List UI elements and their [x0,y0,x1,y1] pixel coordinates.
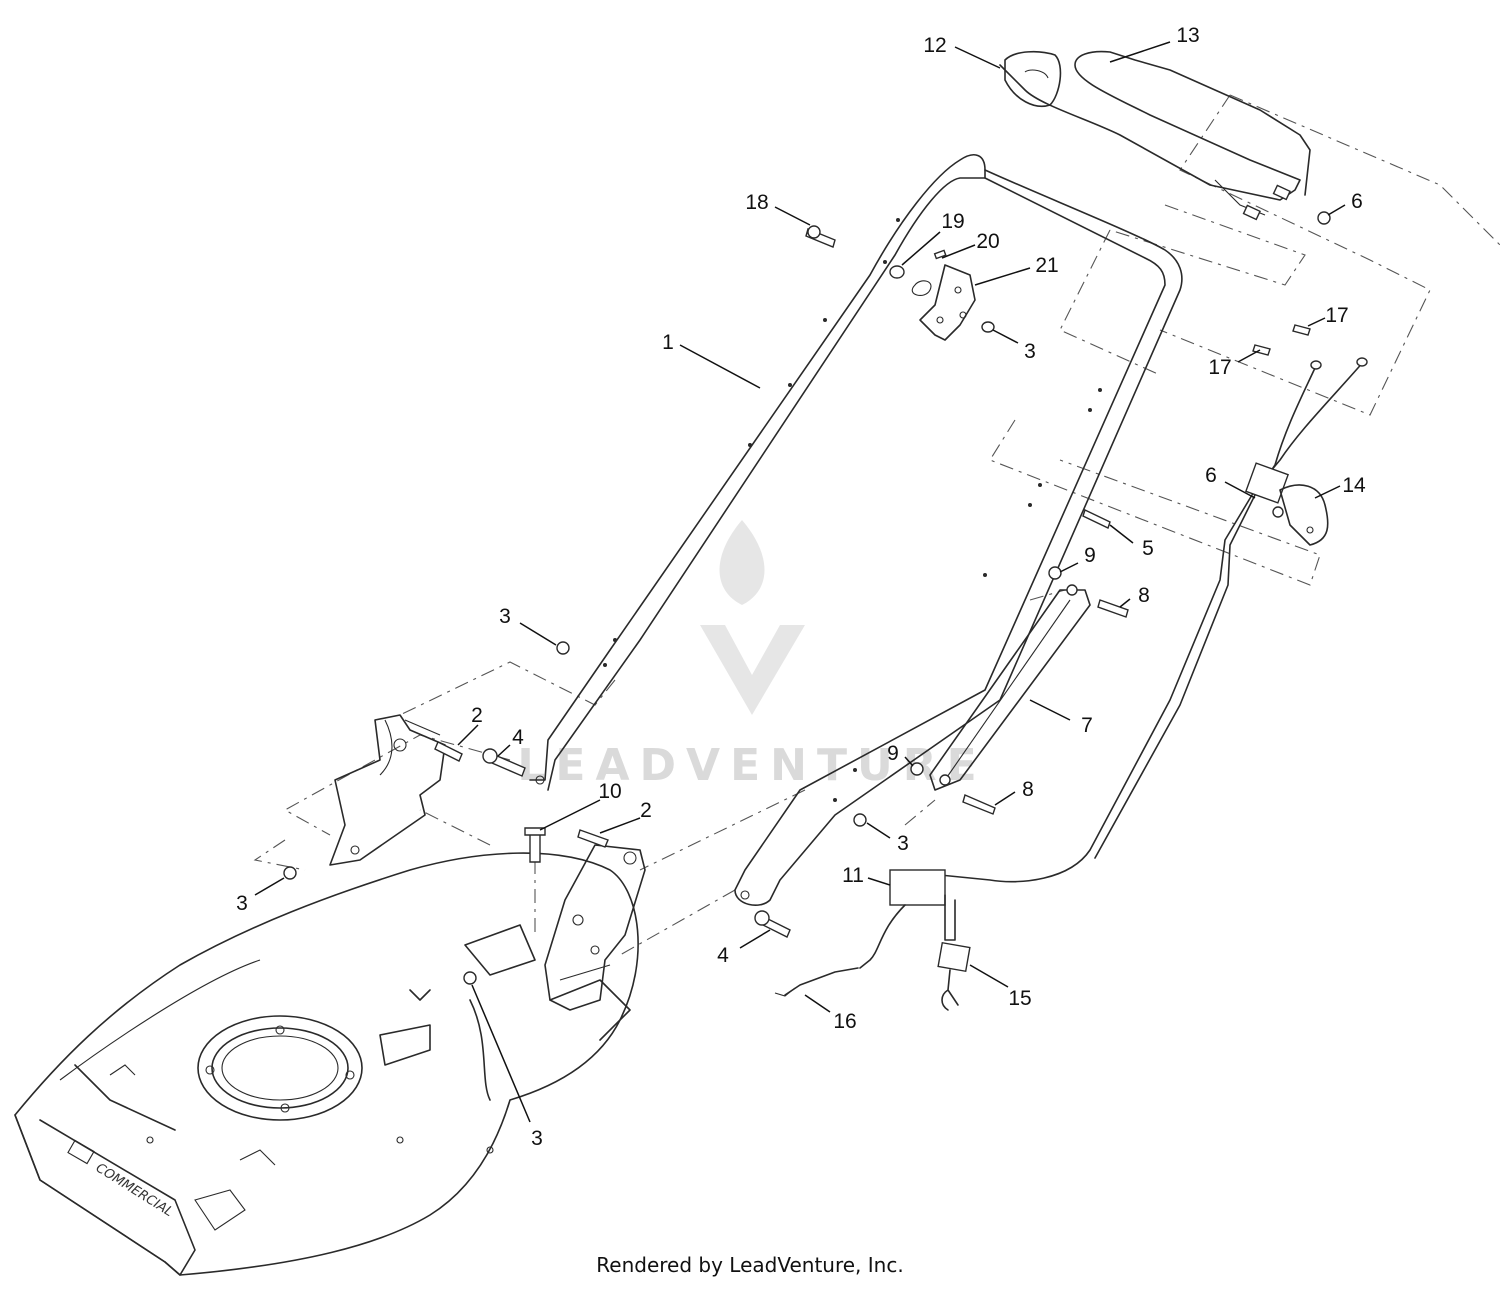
leader-lines [254,41,1346,1123]
callout-4-left: 4 [512,726,524,749]
handle-holes [603,218,1102,802]
callout-2-left: 2 [471,704,483,727]
callout-17-upper: 17 [1325,304,1348,327]
callout-12: 12 [923,34,946,57]
callout-3-right-handle: 3 [897,832,909,855]
callout-7: 7 [1081,714,1093,737]
callout-20: 20 [976,230,999,253]
control-bracket [889,249,995,341]
assembly-dash-lines [253,94,1500,956]
cable-assembly [774,357,1368,1011]
callout-16: 16 [833,1010,856,1033]
callout-13: 13 [1176,24,1199,47]
watermark: LEADVENTURE [517,520,986,791]
mower-deck: COMMERCIAL [14,852,639,1276]
control-rod [929,584,1091,791]
callout-21: 21 [1035,254,1058,277]
callout-8-upper: 8 [1138,584,1150,607]
callout-3-deck-left: 3 [236,892,248,915]
right-handle-bracket [544,844,646,1011]
watermark-text: LEADVENTURE [517,740,986,791]
callout-2-right: 2 [640,799,652,822]
callout-4-right: 4 [717,944,729,967]
callout-3-bracket: 3 [1024,340,1036,363]
callout-11: 11 [842,864,864,887]
callout-1: 1 [662,331,674,354]
callout-8-lower: 8 [1022,778,1034,801]
callout-3-handle: 3 [499,605,511,628]
callout-9-upper: 9 [1084,544,1096,567]
callout-17-lower: 17 [1208,356,1231,379]
callout-9-lower: 9 [887,742,899,765]
callout-15: 15 [1008,987,1031,1010]
callout-labels: 12 13 6 18 19 20 21 17 17 1 3 6 14 5 9 8… [236,24,1366,1150]
footer-credit: Rendered by LeadVenture, Inc. [596,1253,904,1277]
callout-18: 18 [745,191,768,214]
callout-10: 10 [598,780,621,803]
left-handle-bracket [329,714,446,866]
callout-6-upper: 6 [1351,190,1363,213]
hardware-parts [283,211,1331,985]
callout-5: 5 [1142,537,1154,560]
callout-6-lower: 6 [1205,464,1217,487]
callout-3-deck-bottom: 3 [531,1127,543,1150]
callout-14: 14 [1342,474,1366,497]
bail-handle [999,50,1311,221]
callout-19: 19 [941,210,964,233]
deck-brand-text: COMMERCIAL [93,1161,176,1220]
